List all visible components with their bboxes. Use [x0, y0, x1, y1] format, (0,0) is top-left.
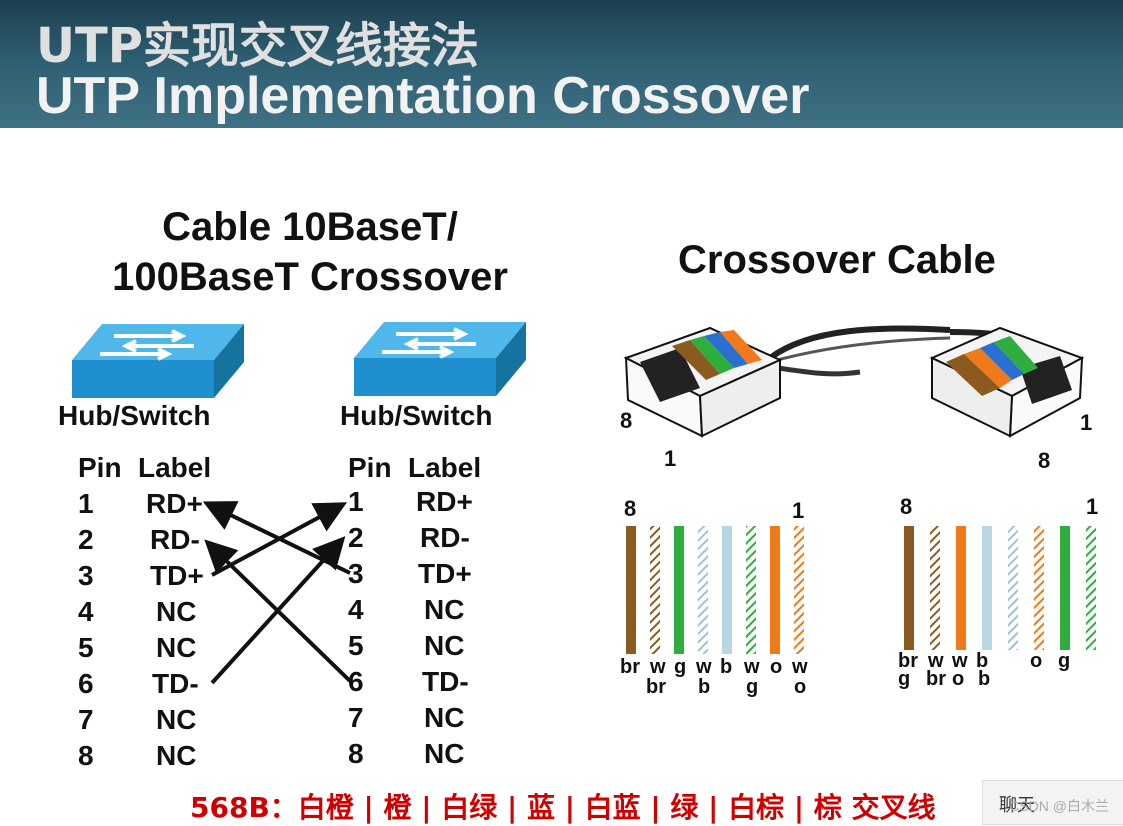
left-pin: 8 — [78, 740, 94, 771]
right-label: NC — [424, 630, 465, 661]
title-chinese: UTP实现交叉线接法 — [36, 18, 479, 74]
wire-label: g — [674, 656, 687, 678]
right-label: NC — [424, 702, 465, 733]
right-pin: 8 — [348, 738, 364, 769]
crossover-cable-title: Crossover Cable — [678, 238, 996, 282]
left-device-label: Hub/Switch — [58, 400, 211, 431]
wire-label: o — [770, 656, 783, 678]
wire-set-a — [626, 526, 804, 654]
right-label: RD- — [420, 522, 470, 553]
switch-icon-left — [72, 324, 244, 398]
wire-label: br — [620, 656, 640, 678]
left-plug-pin-1: 1 — [664, 446, 677, 471]
right-pin: 1 — [348, 486, 364, 517]
right-plug-pin-8: 8 — [1038, 448, 1051, 473]
wires-a-pin-1: 1 — [792, 498, 805, 523]
crossover-cable-illustration — [623, 325, 1085, 438]
wire-set-b — [904, 526, 1096, 650]
pinout-title: Cable 10BaseT/ 100BaseT Crossover — [90, 202, 530, 302]
wire-label: b — [720, 656, 733, 678]
left-label: NC — [156, 704, 197, 735]
pinout-title-line2: 100BaseT Crossover — [112, 255, 508, 299]
left-label: NC — [156, 632, 197, 663]
right-label: TD- — [422, 666, 469, 697]
wires-a-pin-8: 8 — [624, 496, 637, 521]
right-pin: 2 — [348, 522, 364, 553]
left-plug — [623, 326, 783, 438]
left-label: NC — [156, 740, 197, 771]
wire-label: w — [928, 650, 944, 672]
wire-label: w — [650, 656, 666, 678]
chat-button[interactable]: 聊天 — [982, 780, 1123, 825]
pinout-title-line1: Cable 10BaseT/ — [162, 205, 458, 249]
left-plug-pin-8: 8 — [620, 408, 633, 433]
left-pin: 6 — [78, 668, 94, 699]
wire-label-sub: o — [952, 668, 965, 690]
right-label: TD+ — [418, 558, 472, 589]
right-pin: 5 — [348, 630, 364, 661]
wire-label-sub: br — [646, 676, 666, 698]
wire-label-sub: g — [898, 668, 911, 690]
wires-b-pin-1: 1 — [1086, 494, 1099, 519]
left-pin: 4 — [78, 596, 94, 627]
wire-label: w — [792, 656, 808, 678]
wire-label: b — [976, 650, 989, 672]
wire-label-sub: b — [698, 676, 711, 698]
left-pin-header: Pin — [78, 452, 122, 483]
right-label: NC — [424, 594, 465, 625]
568b-standard-text: 568B：白橙 | 橙 | 白绿 | 蓝 | 白蓝 | 绿 | 白棕 | 棕 交… — [190, 791, 936, 824]
wire-label: w — [952, 650, 968, 672]
arrow-6-to-2 — [204, 539, 352, 683]
right-plug — [929, 326, 1085, 438]
right-device-label: Hub/Switch — [340, 400, 493, 431]
right-pin: 6 — [348, 666, 364, 697]
wire-label: g — [1058, 650, 1071, 672]
wire-label-sub: br — [926, 668, 946, 690]
left-pin: 3 — [78, 560, 94, 591]
wires-b-pin-8: 8 — [900, 494, 913, 519]
wire-label: br — [898, 650, 918, 672]
left-label: TD- — [152, 668, 199, 699]
left-label: RD+ — [146, 488, 203, 519]
wire-label-sub: o — [794, 676, 807, 698]
right-plug-pin-1: 1 — [1080, 410, 1093, 435]
left-pin: 2 — [78, 524, 94, 555]
left-label-header: Label — [138, 452, 212, 483]
left-pin: 7 — [78, 704, 94, 735]
right-pin-header: Pin — [348, 452, 392, 483]
watermark: CSDN @白木兰 — [1009, 798, 1109, 814]
right-label-header: Label — [408, 452, 482, 483]
right-pin: 7 — [348, 702, 364, 733]
right-pin: 3 — [348, 558, 364, 589]
right-pin: 4 — [348, 594, 364, 625]
switch-icon-right — [354, 322, 526, 396]
arrow-3-to-1-right — [211, 502, 348, 577]
wire-label: w — [744, 656, 760, 678]
left-pin: 1 — [78, 488, 94, 519]
left-label: RD- — [150, 524, 200, 555]
right-label: RD+ — [416, 486, 473, 517]
arrow-6-to-2-right — [210, 536, 346, 685]
wire-label-sub: b — [978, 668, 991, 690]
left-pin: 5 — [78, 632, 94, 663]
wire-label-sub: g — [746, 676, 759, 698]
wire-label: w — [696, 656, 712, 678]
right-label: NC — [424, 738, 465, 769]
chat-button-label: 聊天 — [999, 795, 1035, 815]
wire-label: o — [1030, 650, 1043, 672]
title-english: UTP Implementation Crossover — [36, 67, 810, 125]
title-banner: UTP实现交叉线接法 UTP Implementation Crossover — [0, 0, 1123, 128]
left-label: NC — [156, 596, 197, 627]
left-label: TD+ — [150, 560, 204, 591]
